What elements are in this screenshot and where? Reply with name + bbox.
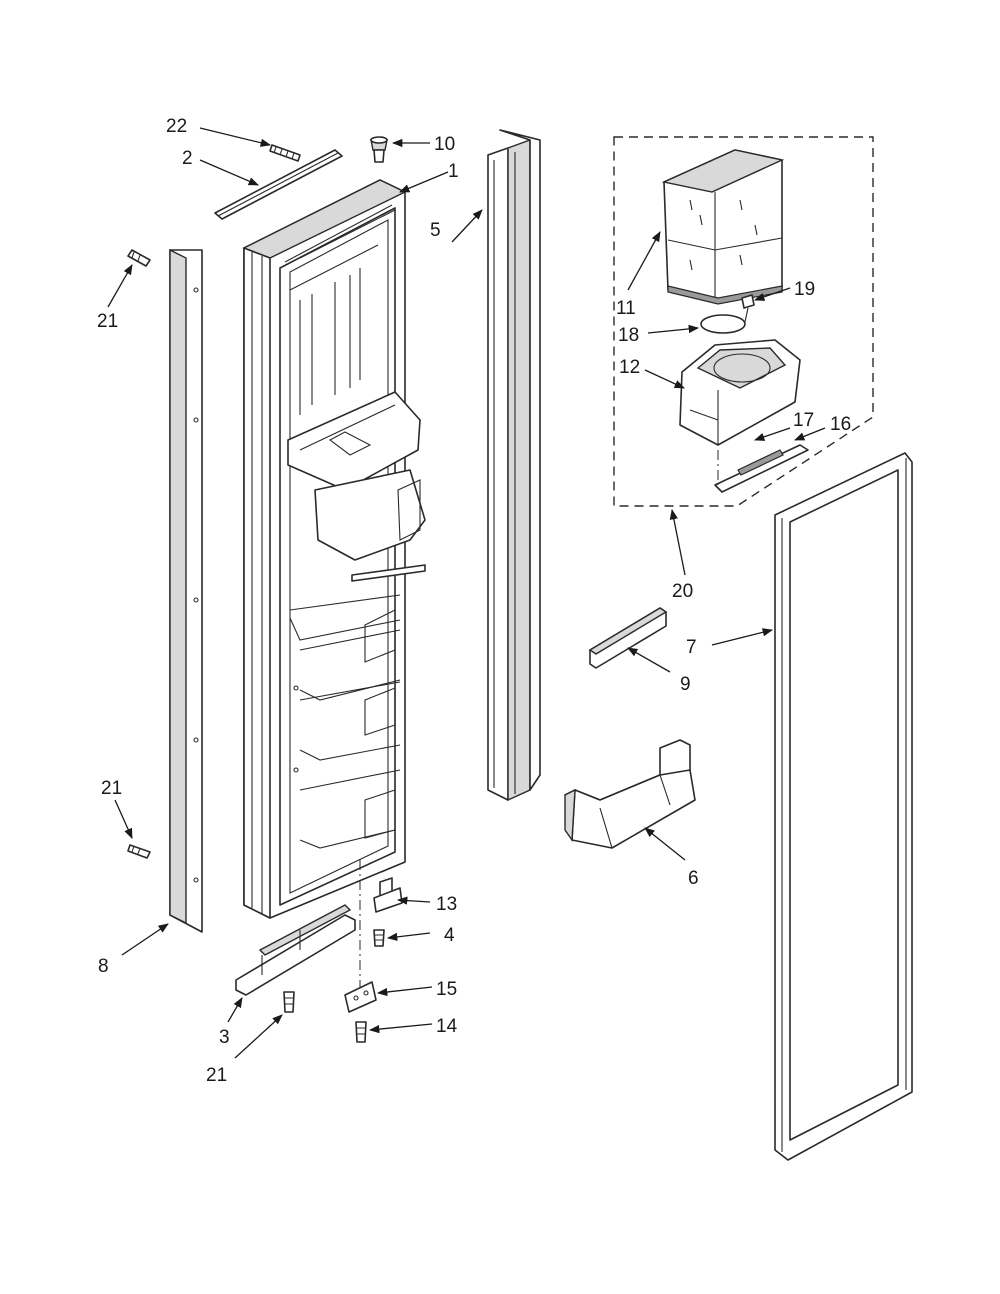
part-slide-rail	[588, 607, 668, 669]
part-screw-top	[269, 144, 301, 162]
part-top-trim	[214, 149, 343, 220]
callout-21-upper: 21	[97, 311, 118, 332]
part-door-gasket	[774, 452, 913, 1161]
part-screw-hinge	[373, 929, 385, 947]
callout-7: 7	[686, 637, 697, 658]
part-hinge-pin	[373, 877, 403, 913]
part-mounting-bracket	[714, 444, 809, 493]
part-screw-bottom-left	[283, 991, 295, 1013]
callout-4: 4	[444, 925, 455, 946]
part-drive-disk	[700, 314, 746, 334]
callout-1: 1	[448, 161, 459, 182]
callout-17: 17	[793, 410, 814, 431]
icemaker-assembly-box	[613, 136, 874, 507]
part-screw-mid-left	[127, 844, 151, 859]
callout-20: 20	[672, 581, 693, 602]
callout-2: 2	[182, 148, 193, 169]
part-door-bin	[564, 739, 696, 849]
part-plug	[370, 136, 388, 163]
callout-21-middle: 21	[101, 778, 122, 799]
callout-22-top: 22	[166, 116, 187, 137]
callout-10: 10	[434, 134, 455, 155]
callout-labels: 22 2 10 1 5 21 11 19 18 12 17 16 20 7 9 …	[97, 116, 851, 1086]
callout-12: 12	[619, 357, 640, 378]
callout-14: 14	[436, 1016, 458, 1037]
callout-5: 5	[430, 220, 441, 241]
callout-9: 9	[680, 674, 691, 695]
part-ice-bucket	[661, 149, 785, 305]
part-hinge-trim	[169, 248, 203, 933]
part-hinge-plate	[344, 981, 377, 1013]
callout-21-bottom: 21	[206, 1065, 227, 1086]
callout-16: 16	[830, 414, 851, 435]
part-screw-bottom-right	[355, 1021, 367, 1043]
part-screw-icemaker	[741, 294, 755, 323]
part-handle-trim	[487, 129, 541, 802]
callout-19: 19	[794, 279, 815, 300]
callout-15: 15	[436, 979, 457, 1000]
part-freezer-door	[242, 179, 426, 919]
callout-8: 8	[98, 956, 109, 977]
callout-6: 6	[688, 868, 699, 889]
callout-3: 3	[219, 1027, 230, 1048]
callout-13: 13	[436, 894, 457, 915]
callout-18: 18	[618, 325, 639, 346]
part-auger-housing	[679, 339, 801, 446]
callout-11: 11	[616, 298, 636, 319]
part-bottom-hinge-bracket	[235, 904, 356, 996]
part-screw-upper-left	[127, 249, 151, 267]
leader-lines	[107, 127, 826, 1059]
